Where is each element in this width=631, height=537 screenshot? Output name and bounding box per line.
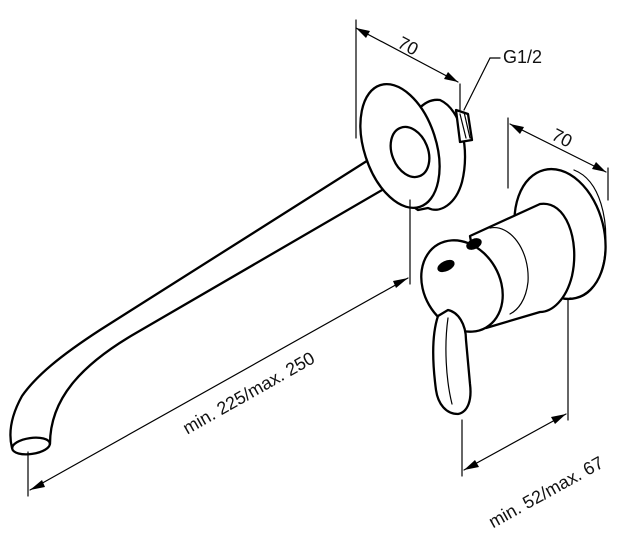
dimension-lever-projection: min. 52/max. 67 — [461, 299, 607, 532]
spout-outlet — [11, 436, 51, 456]
dimension-thread: G1/2 — [463, 47, 542, 111]
indicator-slot — [437, 259, 455, 273]
lever-projection-label: min. 52/max. 67 — [485, 452, 607, 532]
lever-plate-width-label: 70 — [549, 125, 576, 152]
wall-spout — [9, 82, 474, 456]
mixer-body — [420, 167, 607, 416]
mixer-lever — [432, 308, 472, 416]
temperature-indicator — [466, 238, 482, 250]
thread-size-label: G1/2 — [503, 47, 542, 67]
spout-length-label: min. 225/max. 250 — [179, 348, 318, 438]
spout-pipe-end — [389, 125, 431, 179]
spout-plate-width-label: 70 — [394, 32, 421, 59]
